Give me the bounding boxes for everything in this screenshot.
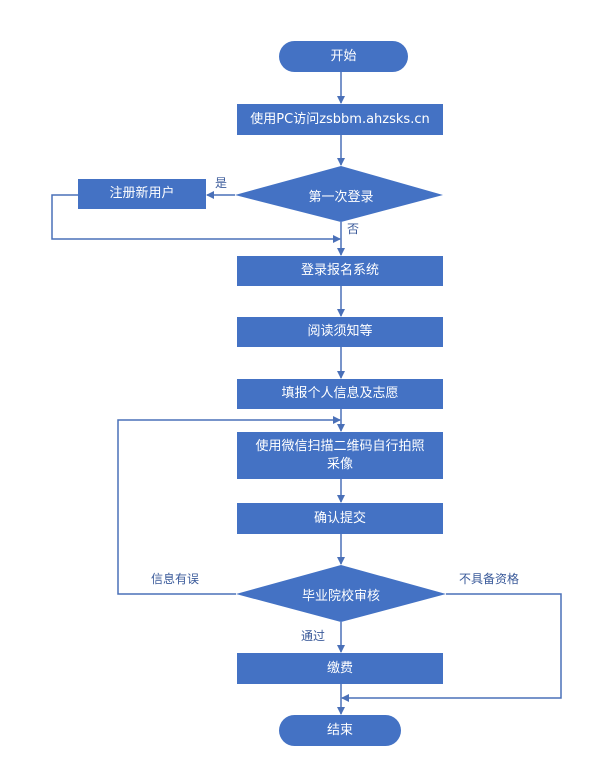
- connector-register-loop: [51, 194, 341, 243]
- start-node-label: 开始: [330, 48, 357, 64]
- edge-label-info-error: 信息有误: [151, 572, 200, 586]
- confirm-submit-node: 确认提交: [237, 503, 443, 534]
- edge-label-pass: 通过: [301, 629, 326, 643]
- first-login-decision-label: 第一次登录: [308, 189, 374, 205]
- login-system-node: 登录报名系统: [237, 256, 443, 286]
- read-notice-node-label: 阅读须知等: [307, 324, 373, 339]
- fill-info-node-label: 填报个人信息及志愿: [281, 386, 399, 401]
- register-user-node: 注册新用户: [78, 179, 206, 209]
- connector-review-error-loop: [117, 416, 341, 595]
- edge-label-not-qualified: 不具备资格: [459, 572, 520, 586]
- edge-label-no: 否: [347, 222, 360, 236]
- end-node: 结束: [279, 715, 401, 746]
- school-review-decision-label: 毕业院校审核: [301, 588, 380, 604]
- visit-site-node-label: 使用PC访问zsbbm.ahzsks.cn: [250, 111, 430, 127]
- visit-site-node: 使用PC访问zsbbm.ahzsks.cn: [237, 104, 443, 135]
- payment-node-label: 缴费: [326, 660, 353, 676]
- edge-label-yes: 是: [215, 176, 228, 190]
- confirm-submit-node-label: 确认提交: [313, 510, 366, 526]
- end-node-label: 结束: [326, 722, 353, 738]
- photo-capture-node-label: 使用微信扫描二维码自行拍照采像: [255, 438, 425, 472]
- decision-first-login-shape: [235, 166, 443, 222]
- fill-info-node: 填报个人信息及志愿: [237, 379, 443, 409]
- register-user-node-label: 注册新用户: [109, 186, 175, 201]
- login-system-node-label: 登录报名系统: [300, 263, 379, 278]
- connector-review-notqualified: [341, 593, 562, 702]
- photo-capture-node: 使用微信扫描二维码自行拍照采像: [237, 432, 443, 479]
- read-notice-node: 阅读须知等: [237, 317, 443, 347]
- payment-node: 缴费: [237, 653, 443, 684]
- decision-review-shape: [236, 565, 446, 622]
- start-node: 开始: [279, 41, 408, 72]
